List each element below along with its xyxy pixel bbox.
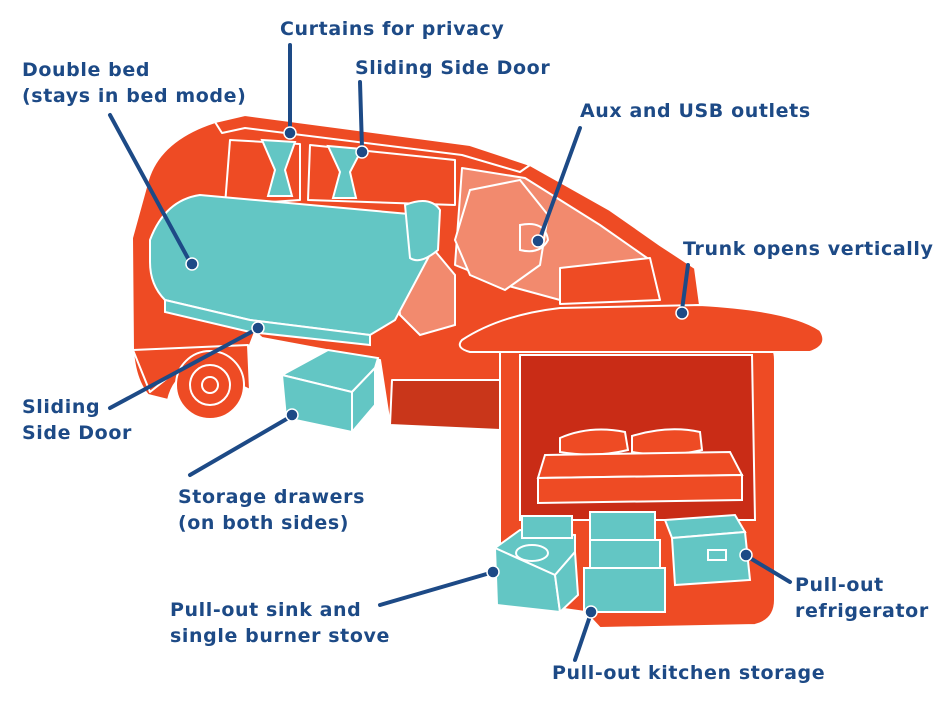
- rear-wheel: [175, 350, 245, 420]
- side-storage-drawer: [279, 348, 380, 435]
- rear-mattress-top: [536, 450, 744, 480]
- rear-bed: [536, 428, 744, 505]
- leader-trunk: [675, 263, 690, 320]
- label-refrigerator-line1: Pull-out: [795, 574, 884, 596]
- label-kitchen-storage: Pull-out kitchen storage: [552, 660, 825, 686]
- label-sink-stove-line1: Pull-out sink and: [170, 599, 362, 621]
- kitchen-drawer-upper: [589, 511, 656, 541]
- label-storage-drawers-line1: Storage drawers: [178, 486, 366, 508]
- label-curtains: Curtains for privacy: [280, 16, 504, 42]
- double-bed: [149, 193, 442, 347]
- label-refrigerator-line2: refrigerator: [795, 600, 929, 622]
- leader-aux-usb: [531, 126, 582, 248]
- label-sliding-door-left-line1: Sliding: [22, 396, 101, 418]
- label-sink-stove: Pull-out sink and single burner stove: [170, 597, 390, 649]
- driver-seat: [453, 178, 550, 292]
- label-storage-drawers: Storage drawers (on both sides): [178, 484, 365, 536]
- label-kitchen-storage-line1: Pull-out kitchen storage: [552, 662, 826, 684]
- label-sliding-door-left: Sliding Side Door: [22, 394, 132, 446]
- leader-double-bed: [108, 113, 199, 271]
- pillow-right: [631, 428, 704, 456]
- leader-kitchen-storage: [573, 605, 598, 662]
- trunk-lid: [458, 303, 825, 353]
- sink-stove-side: [553, 549, 580, 615]
- label-sliding-door-top-line1: Sliding Side Door: [355, 57, 551, 79]
- leader-curtains: [283, 43, 297, 140]
- leader-sliding-door-left: [108, 321, 265, 410]
- label-double-bed: Double bed (stays in bed mode): [22, 57, 246, 109]
- stove-unit: [521, 515, 573, 539]
- bed-headrest: [403, 200, 442, 262]
- drawer-side: [351, 365, 376, 435]
- fridge-handle: [707, 549, 727, 561]
- bed-edge: [164, 298, 371, 347]
- leader-refrigerator: [739, 548, 792, 584]
- label-sink-stove-line2: single burner stove: [170, 625, 390, 647]
- label-curtains-line1: Curtains for privacy: [280, 18, 505, 40]
- leader-sink-stove: [378, 565, 500, 607]
- curtains: [260, 138, 364, 199]
- label-aux-usb: Aux and USB outlets: [580, 98, 811, 124]
- leader-lines: [108, 43, 792, 662]
- leader-sliding-door-top: [355, 80, 369, 159]
- label-aux-usb-line1: Aux and USB outlets: [580, 100, 811, 122]
- leader-storage-drawers: [188, 408, 299, 477]
- label-trunk: Trunk opens vertically: [683, 236, 933, 262]
- pillow-left: [559, 428, 630, 456]
- curtain-left: [260, 138, 297, 197]
- label-double-bed-line2: (stays in bed mode): [22, 85, 247, 107]
- label-sliding-door-left-line2: Side Door: [22, 422, 132, 444]
- kitchen-drawer-mid: [589, 539, 661, 569]
- steering-wheel: [519, 223, 550, 253]
- label-storage-drawers-line2: (on both sides): [178, 512, 350, 534]
- label-trunk-line1: Trunk opens vertically: [683, 238, 934, 260]
- rear-mattress-side: [537, 473, 743, 505]
- sink-basin: [515, 544, 549, 562]
- front-wheel-arch: [389, 379, 501, 431]
- front-seats: [393, 178, 550, 337]
- label-sliding-door-top: Sliding Side Door: [355, 55, 550, 81]
- van-dashboard: [559, 257, 661, 305]
- label-refrigerator: Pull-out refrigerator: [795, 572, 929, 624]
- kitchen-drawer-lower: [583, 567, 666, 613]
- kitchen-modules: [493, 511, 752, 615]
- label-double-bed-line1: Double bed: [22, 59, 151, 81]
